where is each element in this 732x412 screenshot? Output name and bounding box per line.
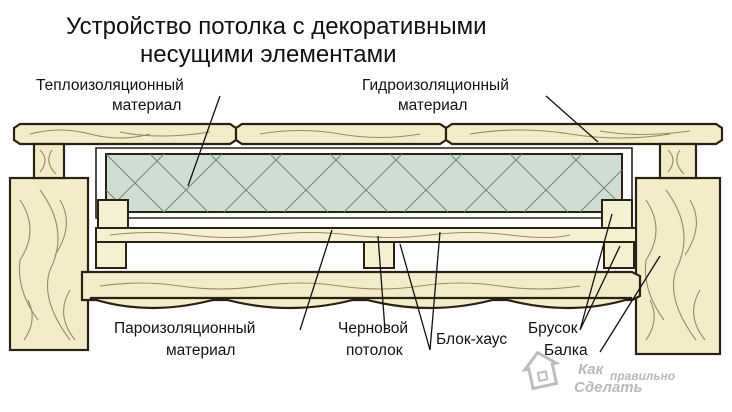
left-beam	[8, 142, 90, 352]
label-insulation-line-2: материал	[112, 97, 181, 114]
label-waterproofing-line-2: материал	[398, 97, 467, 114]
floor-board-3	[444, 122, 724, 146]
bar-left	[97, 199, 129, 229]
watermark-word-1: Как	[578, 361, 605, 378]
watermark-logo: Как правильно Сделать	[521, 350, 675, 396]
leader-block-house	[399, 231, 441, 351]
rough-ceiling-support-right	[603, 241, 635, 269]
label-insulation-line-1: Теплоизоляционный	[36, 77, 184, 94]
right-beam	[634, 142, 722, 356]
block-house-2	[219, 296, 361, 310]
block-house-4	[499, 296, 633, 310]
block-house-panels	[80, 270, 642, 310]
right-beam-cap	[658, 142, 698, 180]
label-beam: Балка	[544, 342, 588, 359]
label-block-house: Блок-хаус	[436, 331, 507, 348]
beam-left	[8, 176, 90, 352]
block-house-rail	[80, 270, 642, 302]
insulation-layer	[105, 153, 623, 213]
leader-beam	[599, 255, 661, 353]
leader-rough-ceiling	[377, 235, 386, 331]
floor-board-1	[12, 122, 238, 146]
rough-ceiling-support-left	[95, 241, 127, 269]
label-vapor-barrier-line-1: Пароизоляционный	[114, 320, 255, 337]
title-line-2: несущими элементами	[140, 41, 396, 68]
leader-vapor-barrier	[299, 229, 333, 331]
title-line-1: Устройство потолка с декоративными	[66, 13, 487, 40]
insulation-block	[105, 153, 623, 213]
leader-lines	[187, 95, 661, 353]
watermark-word-2: правильно	[610, 369, 675, 383]
leader-insulation	[187, 95, 221, 187]
rough-ceiling-boards	[95, 227, 637, 269]
house-icon	[521, 350, 561, 391]
leader-bar	[579, 213, 621, 331]
label-vapor-barrier-line-2: материал	[166, 342, 235, 359]
label-rough-ceiling-line-2: потолок	[346, 342, 403, 359]
bar-right	[601, 199, 633, 229]
label-waterproofing-line-1: Гидроизоляционный	[362, 77, 509, 94]
leader-waterproofing	[545, 95, 599, 143]
label-rough-ceiling-line-1: Черновой	[338, 320, 408, 337]
watermark-word-3: Сделать	[574, 379, 643, 396]
block-house-3	[359, 296, 501, 310]
block-house-1	[89, 296, 221, 310]
rough-ceiling-top	[95, 227, 637, 243]
top-floor-boards	[12, 122, 724, 146]
label-bar: Брусок	[528, 320, 578, 337]
